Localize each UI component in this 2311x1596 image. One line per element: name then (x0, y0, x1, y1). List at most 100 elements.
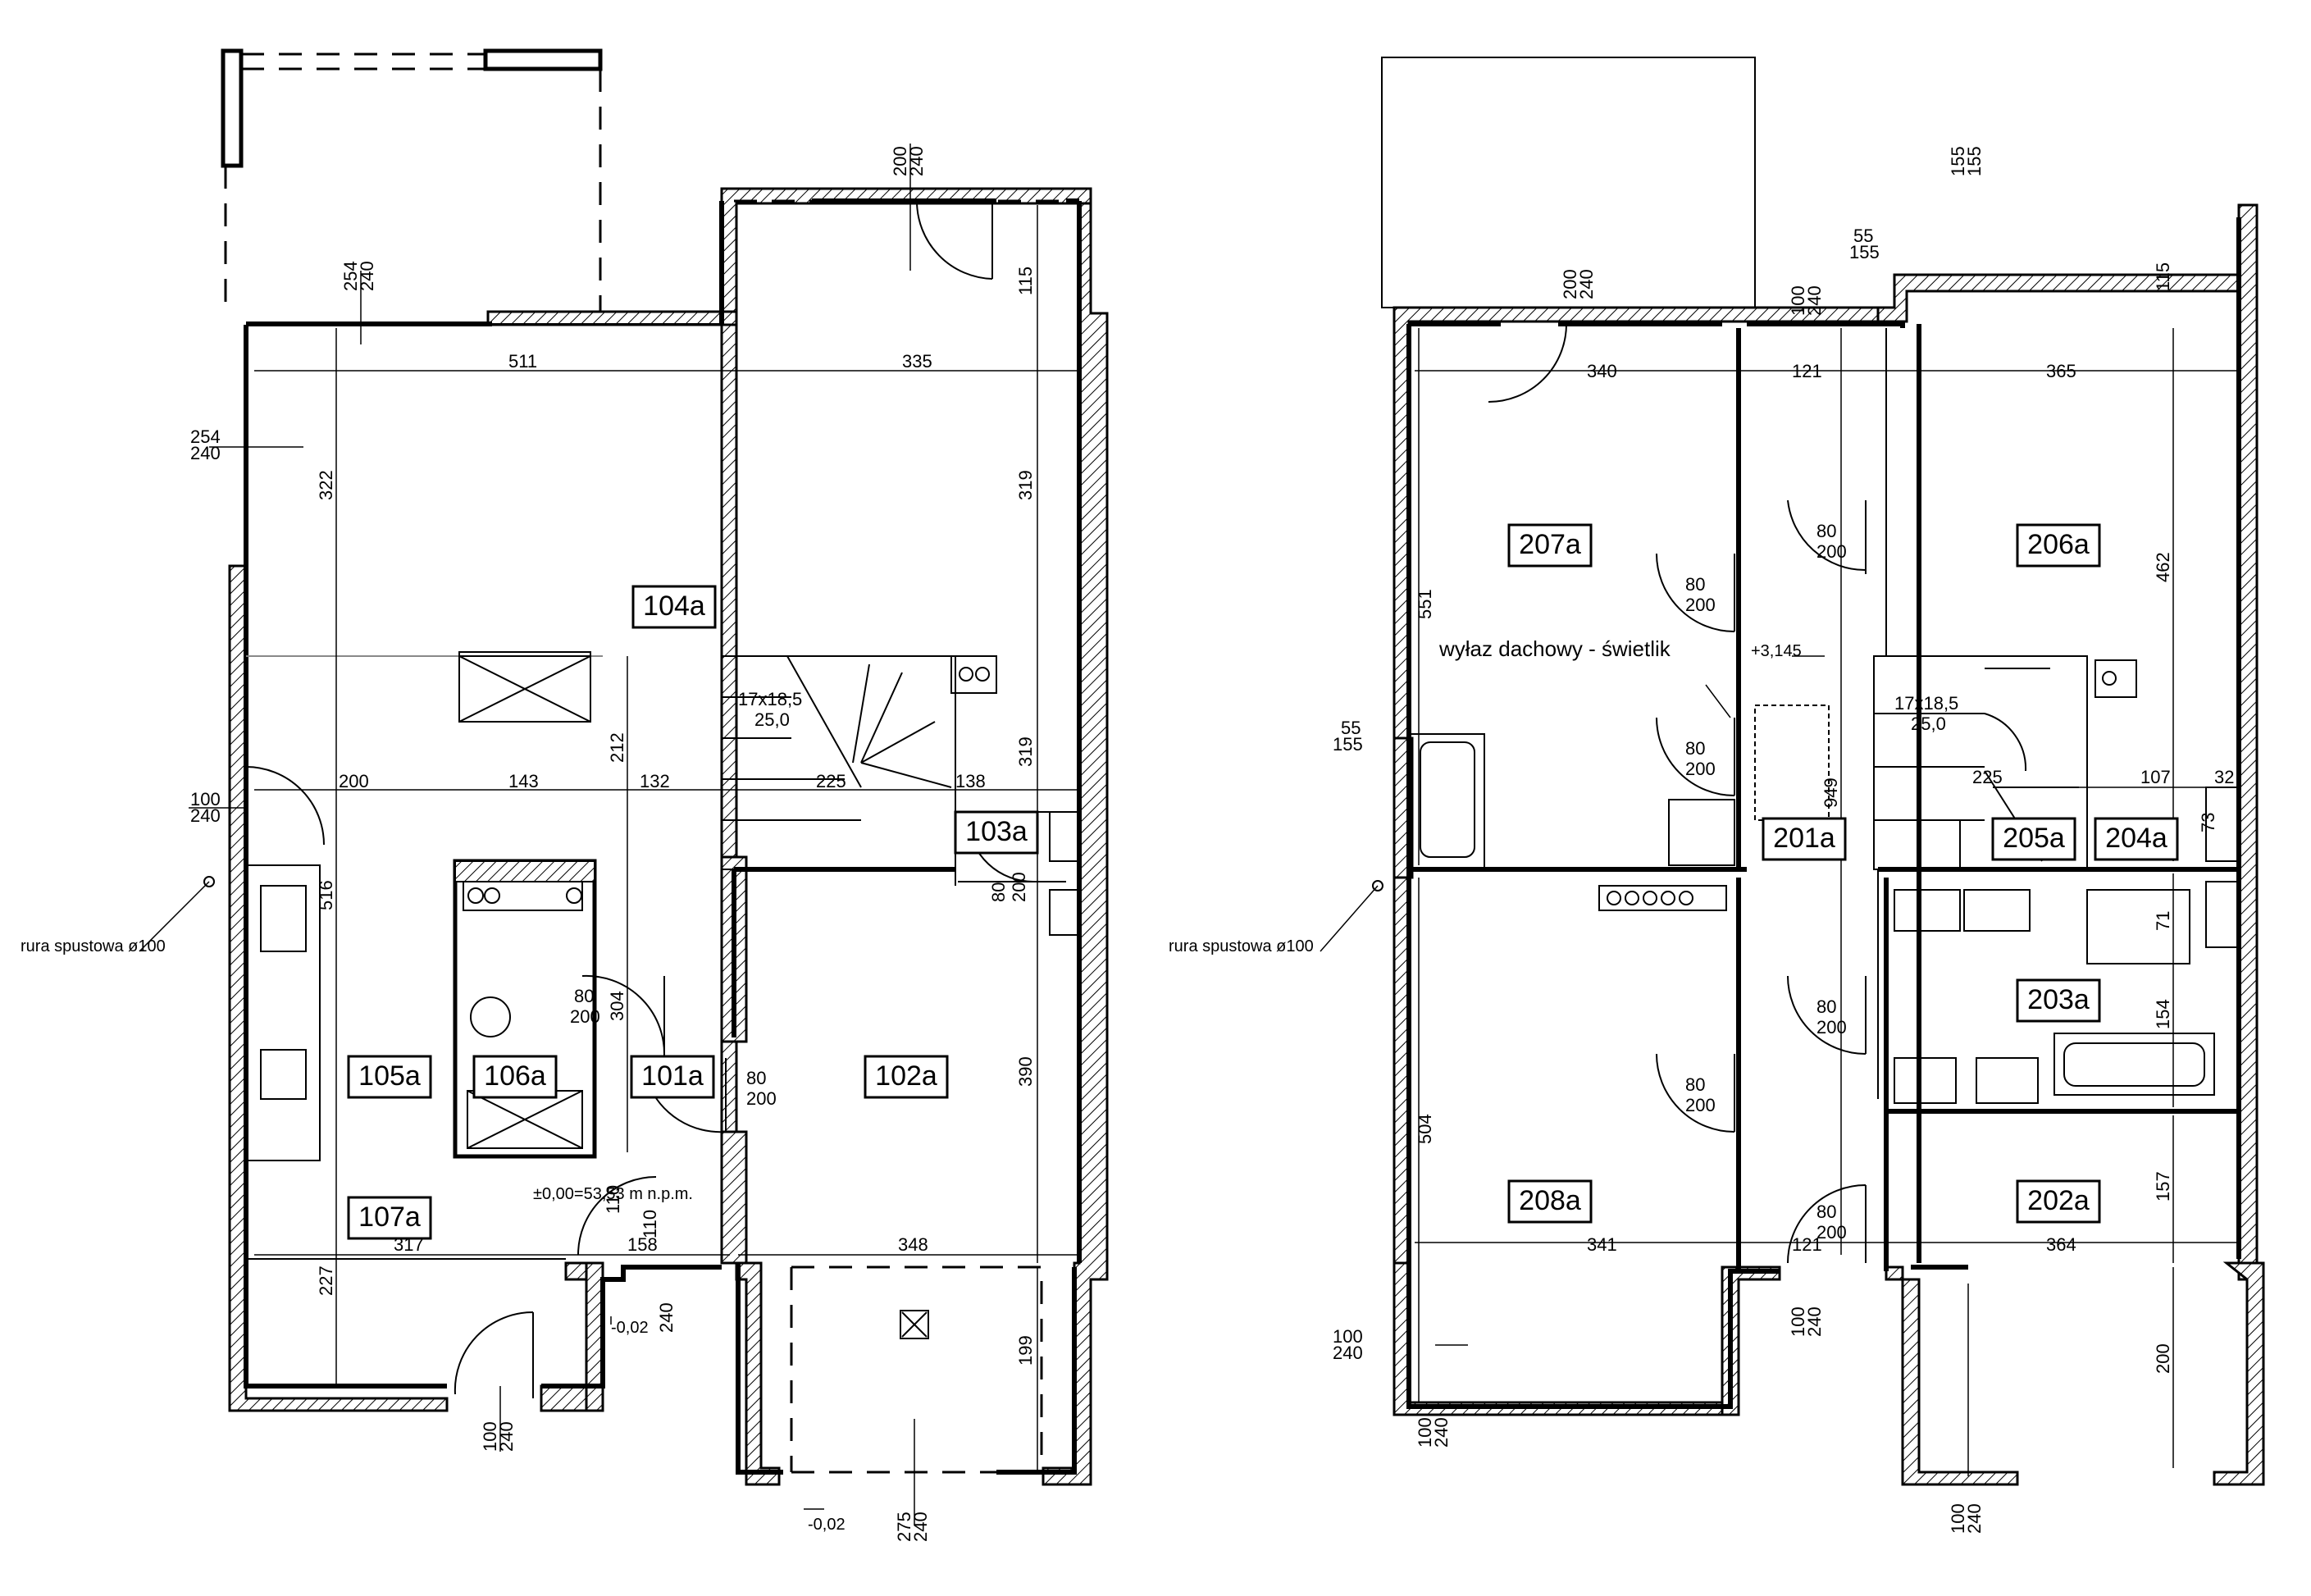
dim-319-top: 319 (1015, 470, 1036, 500)
terrace-outline (734, 199, 1066, 1474)
window-100-left-a: 100 (190, 789, 221, 809)
room-105a-label: 105a (358, 1060, 421, 1092)
window-100-bottom-a: 100 (480, 1421, 500, 1452)
door-103a-height: 200 (1009, 872, 1029, 902)
downpipe-first: rura spustowa ø100 (1169, 937, 1314, 955)
dim-200: 200 (339, 771, 369, 791)
door-203a-width: 80 (1816, 996, 1836, 1017)
dim-551: 551 (1415, 589, 1435, 619)
window-100-br-a: 100 (1948, 1503, 1968, 1534)
level-minus-002-entry: -0,02 (611, 1319, 649, 1337)
dim-121-bottom: 121 (1792, 1234, 1822, 1255)
door-206a-height: 200 (1816, 541, 1847, 562)
door-bath-width: 80 (1685, 738, 1705, 759)
window-100-top-a: 100 (1788, 285, 1808, 316)
dim-304: 304 (607, 991, 627, 1021)
dim-115-first: 115 (2153, 262, 2173, 291)
window-100-left-a: 100 (1333, 1326, 1363, 1347)
window-155-a: 155 (1948, 146, 1968, 176)
dim-390: 390 (1015, 1056, 1036, 1087)
door-208a-height: 200 (1685, 1095, 1716, 1115)
ground-dimension-lines (139, 144, 1079, 1525)
window-first-top-b: 240 (1576, 269, 1597, 299)
door-202a-height: 200 (1816, 1222, 1847, 1243)
first-room-boxes (1507, 523, 2179, 1224)
window-254-top-a: 254 (340, 261, 361, 291)
room-107a-label: 107a (358, 1202, 421, 1233)
dim-158: 158 (627, 1234, 658, 1255)
ground-room-boxes (347, 585, 1039, 1240)
window-first-top-a: 200 (1560, 269, 1580, 299)
dim-225: 225 (816, 771, 846, 791)
dim-335: 335 (902, 351, 932, 372)
level-zero: ±0,00=53,53 m n.p.m. (533, 1185, 693, 1203)
window-100-bm-a: 100 (1788, 1306, 1808, 1337)
room-103a-label: 103a (965, 816, 1028, 847)
dim-364: 364 (2046, 1234, 2076, 1255)
first-stairs-tread: 25,0 (1911, 714, 1946, 734)
skylight-note: wyłaz dachowy - świetlik (1438, 636, 1671, 661)
dim-504: 504 (1415, 1114, 1435, 1144)
door-206a-width: 80 (1816, 521, 1836, 541)
dim-319-mid: 319 (1015, 736, 1036, 767)
window-100-left-b: 240 (1333, 1343, 1363, 1363)
window-275-bottom-a: 275 (894, 1512, 914, 1542)
room-206a-label: 206a (2027, 529, 2090, 560)
door-103a-width: 80 (988, 882, 1009, 902)
door-207a-height: 200 (1685, 595, 1716, 615)
room-201a-label: 201a (1773, 823, 1835, 854)
room-205a-label: 205a (2003, 823, 2065, 854)
door-101a-width: 80 (746, 1068, 766, 1088)
dim-365: 365 (2046, 361, 2076, 381)
window-254-top-b: 240 (357, 261, 377, 291)
dim-199: 199 (1015, 1335, 1036, 1366)
room-207a-label: 207a (1519, 529, 1581, 560)
dim-110: 110 (603, 1185, 623, 1214)
dim-132: 132 (640, 771, 670, 791)
dim-341: 341 (1587, 1234, 1617, 1255)
first-stairs (1873, 655, 2088, 870)
window-110-b: 240 (656, 1302, 677, 1333)
room-106a-label: 106a (484, 1060, 546, 1092)
window-55-top-a: 55 (1853, 226, 1873, 246)
dim-322: 322 (316, 470, 336, 500)
window-100-top-b: 240 (1804, 285, 1825, 316)
room-104a-label: 104a (643, 591, 705, 622)
room-101a-label: 101a (641, 1060, 704, 1092)
window-55-left-b: 155 (1333, 734, 1363, 755)
dim-121-top: 121 (1792, 361, 1822, 381)
door-203a-height: 200 (1816, 1017, 1847, 1037)
window-100-bottom-b: 240 (496, 1421, 517, 1452)
room-208a-label: 208a (1519, 1185, 1581, 1216)
dim-462: 462 (2153, 552, 2173, 582)
dim-107: 107 (2140, 767, 2171, 787)
first-floor-plan (1320, 57, 2265, 1486)
first-stairs-spec: 17x18,5 (1894, 693, 1958, 714)
dim-115-ground: 115 (1015, 267, 1036, 295)
dim-227: 227 (316, 1265, 336, 1296)
dim-71: 71 (2153, 911, 2173, 931)
dim-212: 212 (607, 732, 627, 763)
dim-32: 32 (2214, 767, 2234, 787)
window-275-bottom-b: 240 (910, 1512, 931, 1542)
dim-511: 511 (508, 351, 537, 372)
window-100-left-b: 240 (190, 805, 221, 826)
dim-340: 340 (1587, 361, 1617, 381)
ground-stairs-spec: 17x18,5 (738, 689, 802, 709)
door-207a-width: 80 (1685, 574, 1705, 595)
ground-floor-plan (139, 48, 1109, 1525)
dim-154: 154 (2153, 999, 2173, 1029)
window-55-top-b: 155 (1849, 242, 1880, 262)
window-254-left-b: 240 (190, 443, 221, 463)
level-3145: +3,145 (1751, 642, 1802, 660)
door-bath-height: 200 (1685, 759, 1716, 779)
dim-348: 348 (898, 1234, 928, 1255)
first-doors (1488, 323, 1867, 1264)
window-110-a: 110 (640, 1210, 660, 1238)
window-top-a: 200 (890, 146, 910, 176)
dim-949: 949 (1821, 777, 1841, 808)
window-top-b: 240 (906, 146, 927, 176)
room-202a-label: 202a (2027, 1185, 2090, 1216)
window-55-left-a: 55 (1341, 718, 1361, 738)
window-100-bl-b: 240 (1431, 1417, 1452, 1448)
